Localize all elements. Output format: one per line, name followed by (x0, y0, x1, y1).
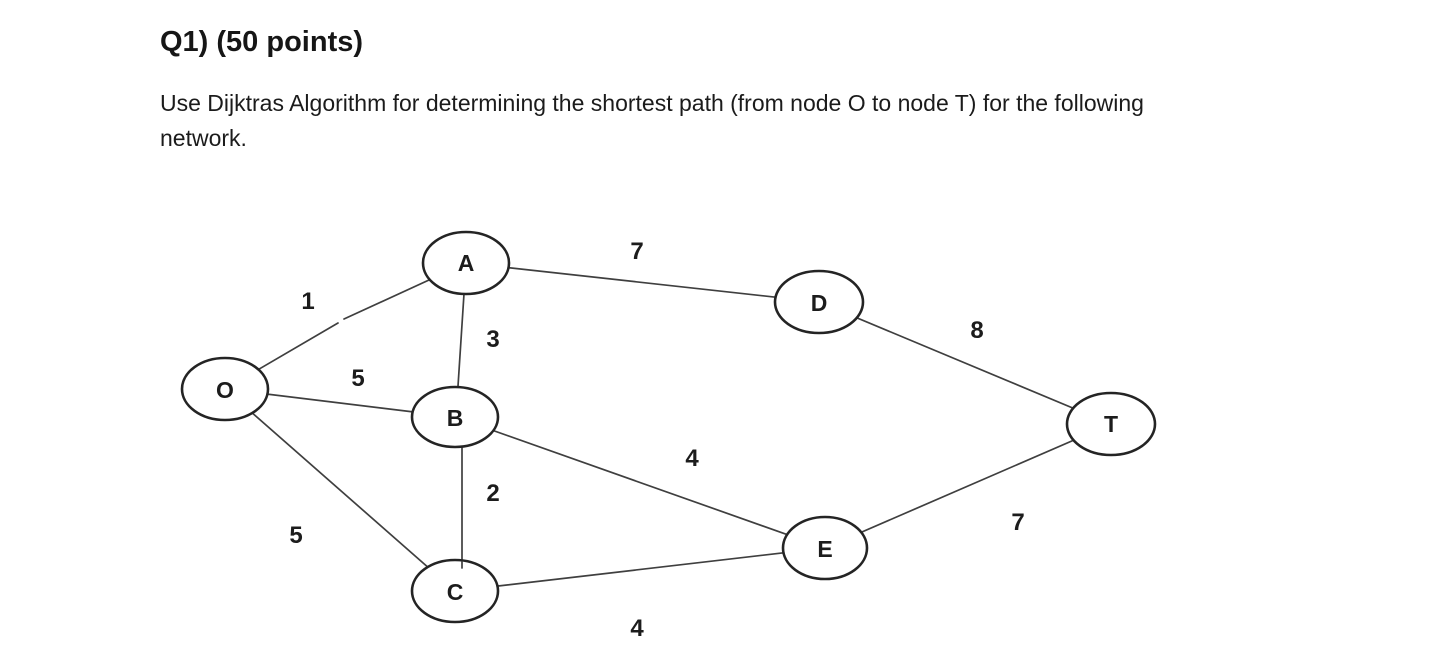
question-text-block: Q1) (50 points) Use Dijktras Algorithm f… (160, 26, 1144, 156)
node-label-B: B (447, 405, 464, 431)
node-label-O: O (216, 377, 234, 403)
node-E-ellipse (781, 515, 869, 581)
node-B-ellipse (410, 385, 500, 449)
edge-weight-D-T: 8 (970, 317, 983, 344)
edge-weight-O-A: 1 (301, 288, 314, 315)
edge-lines (224, 262, 1112, 592)
edge-B-E (454, 416, 826, 549)
question-body-line-2: network. (160, 125, 247, 152)
node-label-E: E (817, 536, 832, 562)
node-O-ellipse (180, 356, 270, 422)
edge-weight-A-B: 3 (486, 326, 499, 353)
edge-E-T (824, 423, 1112, 549)
edge-weight-B-C: 2 (486, 480, 499, 507)
node-D-ellipse (773, 269, 865, 335)
node-label-C: C (447, 579, 464, 605)
node-shapes (180, 230, 1157, 624)
edge-weight-O-B: 5 (351, 365, 364, 392)
node-T-ellipse (1065, 391, 1157, 457)
node-label-D: D (811, 290, 828, 316)
edge-weight-A-D: 7 (630, 238, 643, 265)
edge-O-C (224, 388, 456, 592)
edge-weight-labels: 1 5 5 3 7 2 4 4 8 7 (289, 238, 1024, 642)
edge-weight-C-E: 4 (630, 615, 644, 642)
edge-A-D (465, 262, 820, 303)
edge-weight-O-C: 5 (289, 522, 302, 549)
edge-weight-E-T: 7 (1011, 509, 1024, 536)
question-body-line-1: Use Dijktras Algorithm for determining t… (160, 90, 1144, 117)
edge-C-E (454, 547, 826, 592)
node-A-ellipse (421, 230, 511, 296)
node-label-T: T (1104, 411, 1118, 437)
node-label-A: A (458, 250, 475, 276)
edge-weight-B-E: 4 (685, 445, 699, 472)
question-heading: Q1) (50 points) (160, 26, 364, 58)
node-C-ellipse (410, 558, 500, 624)
edge-D-T (818, 301, 1112, 425)
node-labels: O A B C D E T (216, 250, 1118, 605)
